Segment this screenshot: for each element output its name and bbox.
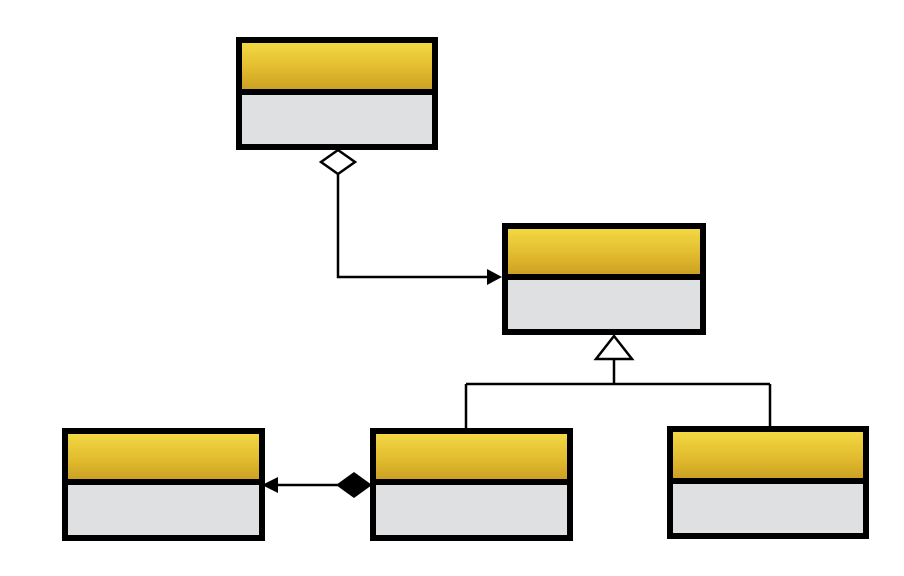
composition-filled-diamond-icon bbox=[336, 472, 372, 498]
class-header bbox=[505, 226, 703, 277]
connectors bbox=[276, 174, 772, 487]
class-body bbox=[505, 277, 703, 332]
class-body bbox=[239, 92, 435, 147]
class-box-bottom-right bbox=[667, 426, 869, 539]
generalization-hollow-triangle-icon bbox=[593, 333, 635, 361]
composition-arrowhead-icon bbox=[262, 477, 278, 493]
class-box-bottom-center bbox=[370, 428, 573, 541]
aggregation-open-diamond-icon bbox=[318, 148, 358, 176]
class-header bbox=[373, 431, 570, 482]
class-body bbox=[65, 482, 262, 538]
class-body bbox=[373, 482, 570, 538]
class-header bbox=[239, 40, 435, 92]
class-header bbox=[65, 431, 262, 482]
class-body bbox=[670, 481, 866, 536]
aggregation-arrowhead-icon bbox=[487, 269, 502, 285]
class-box-middle bbox=[502, 223, 706, 335]
class-box-top bbox=[236, 37, 438, 150]
class-box-bottom-left bbox=[62, 428, 265, 541]
aggregation-line bbox=[336, 174, 495, 279]
class-header bbox=[670, 429, 866, 481]
